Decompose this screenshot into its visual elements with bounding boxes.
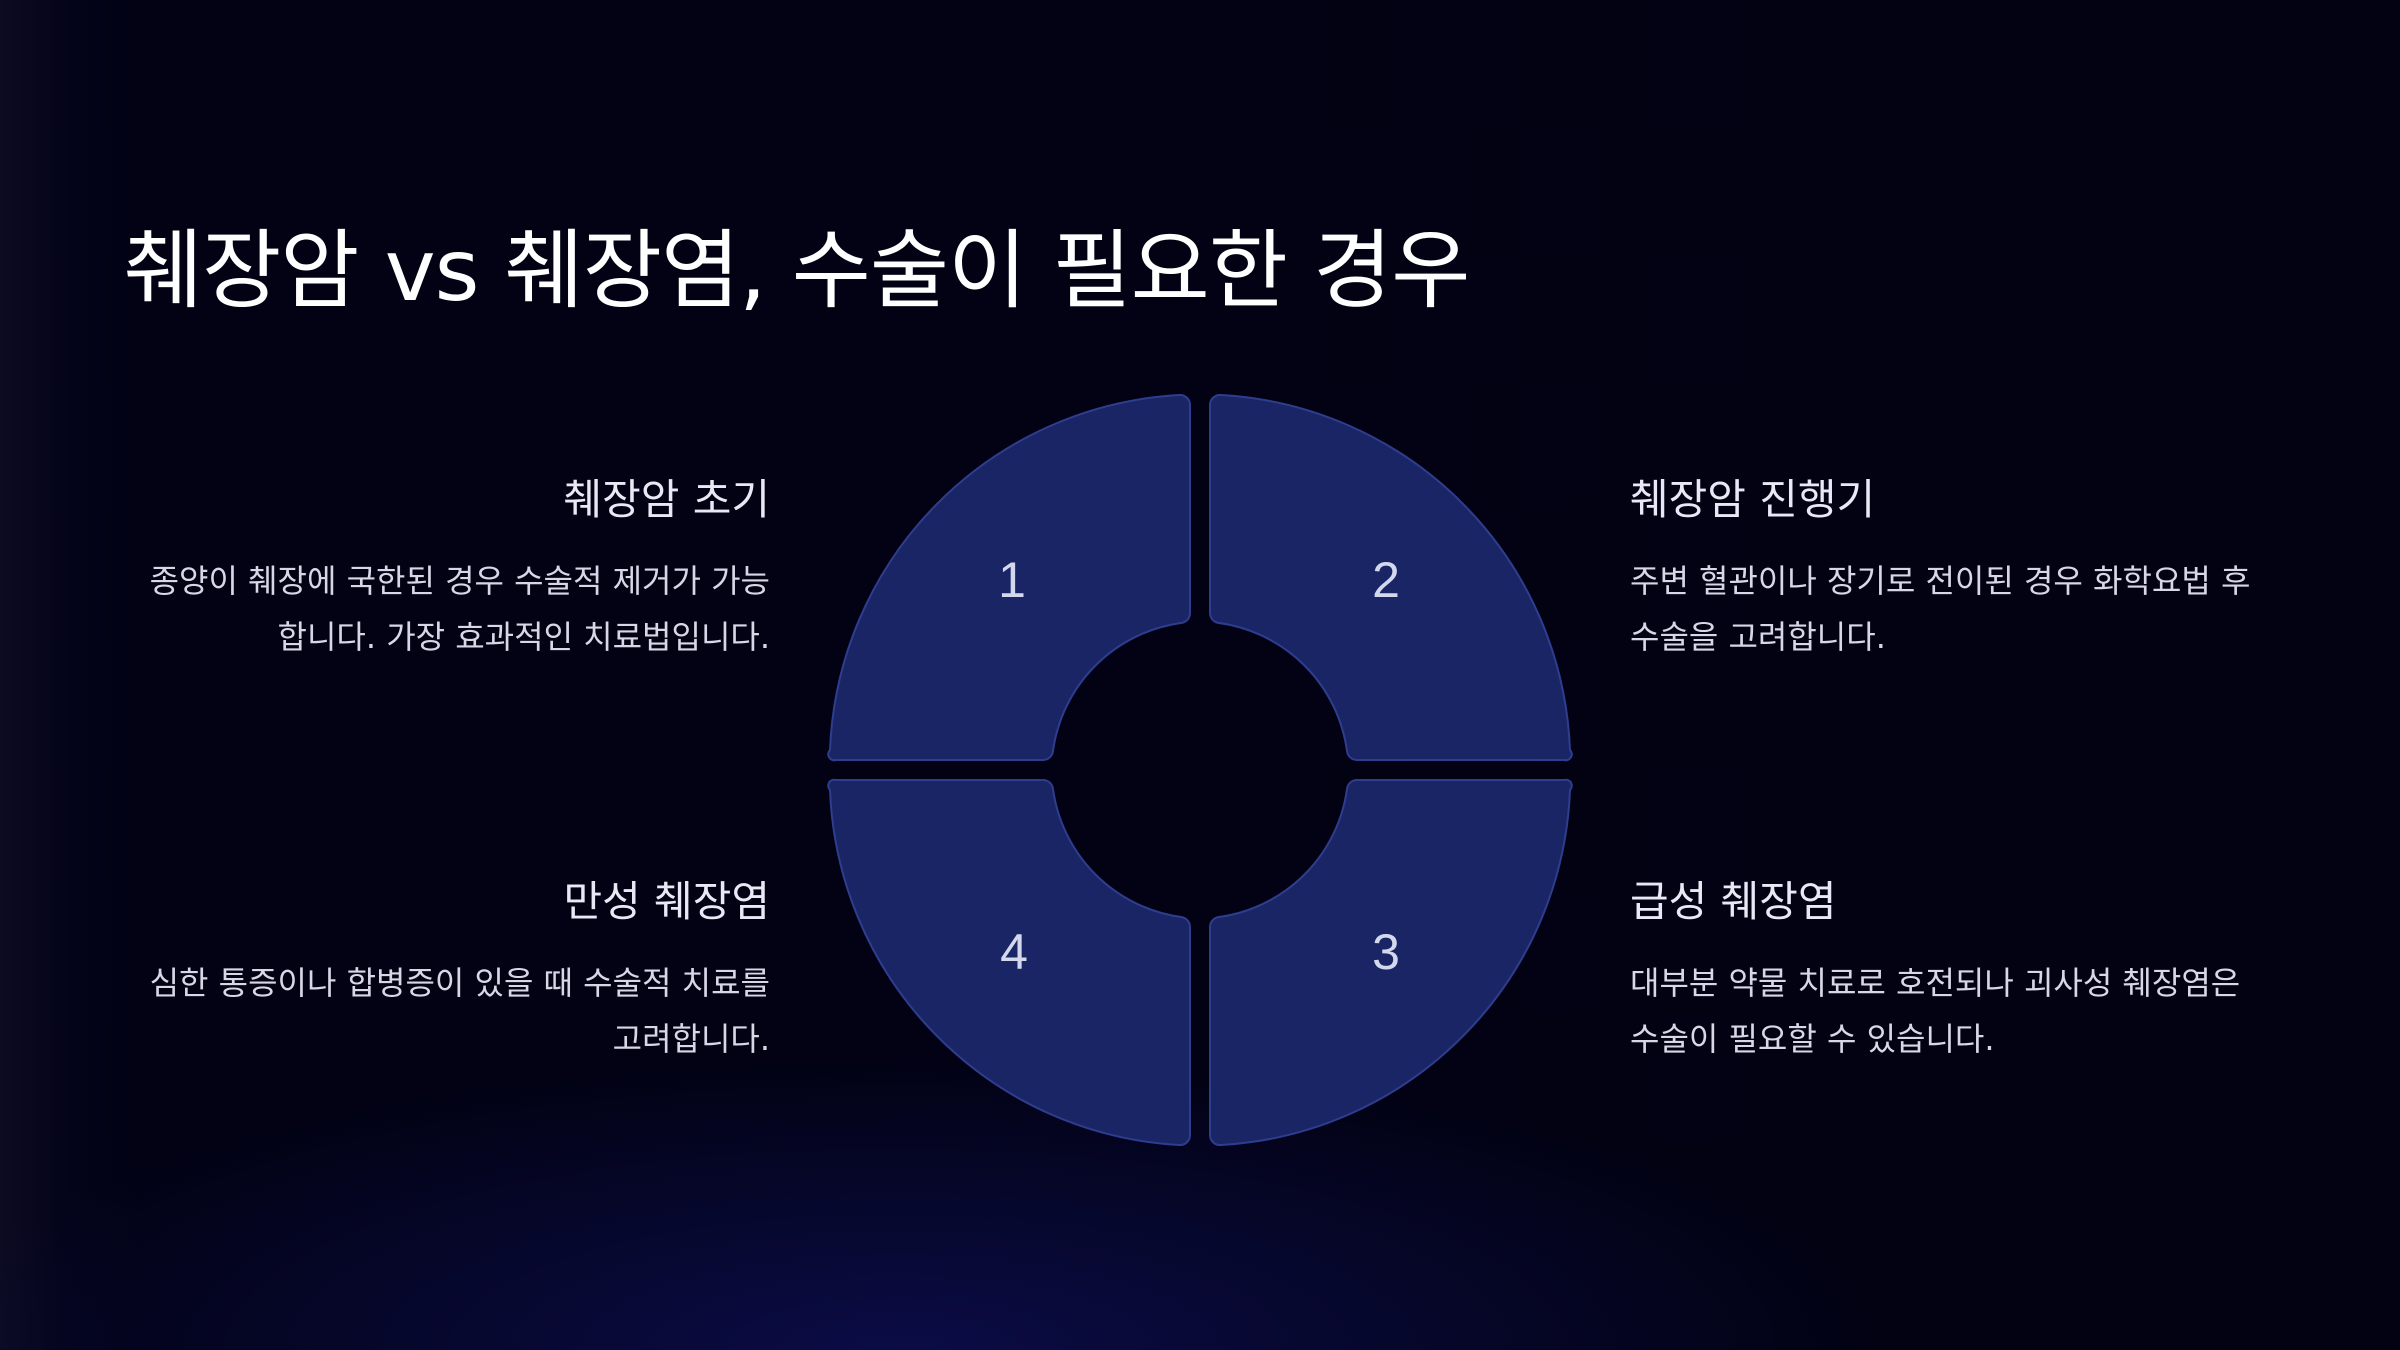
segment-2-shape bbox=[1208, 393, 1573, 762]
slide-title: 췌장암 vs 췌장염, 수술이 필요한 경우 bbox=[124, 221, 1470, 321]
segment-2-heading: 췌장암 진행기 bbox=[1630, 475, 1876, 524]
segment-4-shape bbox=[827, 778, 1192, 1147]
segment-1-block: 췌장암 초기 종양이 췌장에 국한된 경우 수술적 제거가 가능합니다. 가장 … bbox=[130, 466, 770, 665]
segment-4-heading: 만성 췌장염 bbox=[563, 877, 770, 926]
segment-1-heading: 췌장암 초기 bbox=[563, 475, 770, 524]
segment-2-number: 2 bbox=[1372, 552, 1400, 608]
segment-2-block: 췌장암 진행기 주변 혈관이나 장기로 전이된 경우 화학요법 후 수술을 고려… bbox=[1630, 466, 2270, 665]
segment-3-number: 3 bbox=[1372, 924, 1400, 980]
segment-4-text: 심한 통증이나 합병증이 있을 때 수술적 치료를 고려합니다. bbox=[149, 964, 770, 1058]
segment-3-heading: 급성 췌장염 bbox=[1630, 877, 1837, 926]
segment-3-shape bbox=[1208, 778, 1573, 1147]
segment-1-text: 종양이 췌장에 국한된 경우 수술적 제거가 가능합니다. 가장 효과적인 치료… bbox=[149, 562, 770, 656]
segment-2-text: 주변 혈관이나 장기로 전이된 경우 화학요법 후 수술을 고려합니다. bbox=[1630, 562, 2251, 656]
segment-3: 3 bbox=[1208, 778, 1573, 1147]
segment-4-number: 4 bbox=[1000, 924, 1028, 980]
segment-3-text: 대부분 약물 치료로 호전되나 괴사성 췌장염은 수술이 필요할 수 있습니다. bbox=[1630, 964, 2241, 1058]
segment-1-number: 1 bbox=[998, 552, 1026, 608]
segment-4: 4 bbox=[827, 778, 1192, 1147]
segment-2: 2 bbox=[1208, 393, 1573, 762]
segment-1: 1 bbox=[827, 393, 1192, 762]
ring-diagram: 1 2 3 4 bbox=[827, 393, 1573, 1147]
segment-4-block: 만성 췌장염 심한 통증이나 합병증이 있을 때 수술적 치료를 고려합니다. bbox=[130, 868, 770, 1067]
segment-1-shape bbox=[827, 393, 1192, 762]
segment-3-block: 급성 췌장염 대부분 약물 치료로 호전되나 괴사성 췌장염은 수술이 필요할 … bbox=[1630, 868, 2270, 1067]
